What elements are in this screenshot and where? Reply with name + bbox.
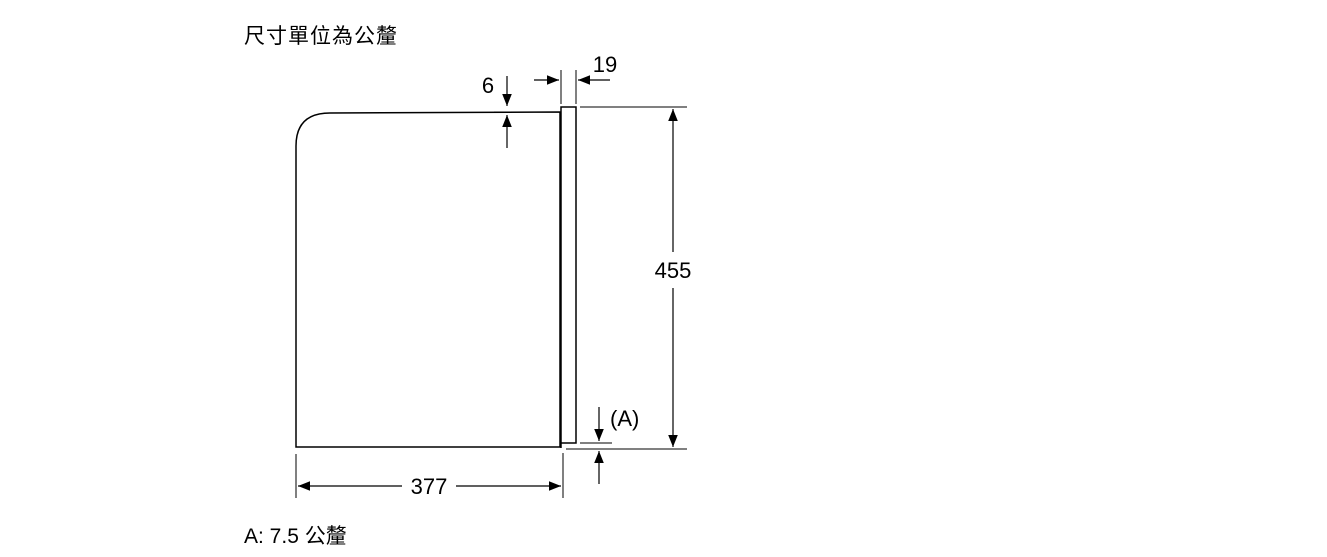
height-dimension-label: 455 bbox=[655, 258, 692, 283]
detail-a-label: (A) bbox=[610, 406, 639, 431]
depth-dimension-label: 377 bbox=[411, 474, 448, 499]
footnote: A: 7.5 公釐 bbox=[244, 525, 347, 548]
flange-dimension-label: 19 bbox=[593, 52, 617, 77]
page-title: 尺寸單位為公釐 bbox=[244, 25, 398, 48]
appliance-body-outline bbox=[295, 111, 561, 448]
front-panel-outline bbox=[560, 106, 577, 444]
top-offset-label: 6 bbox=[482, 73, 494, 98]
